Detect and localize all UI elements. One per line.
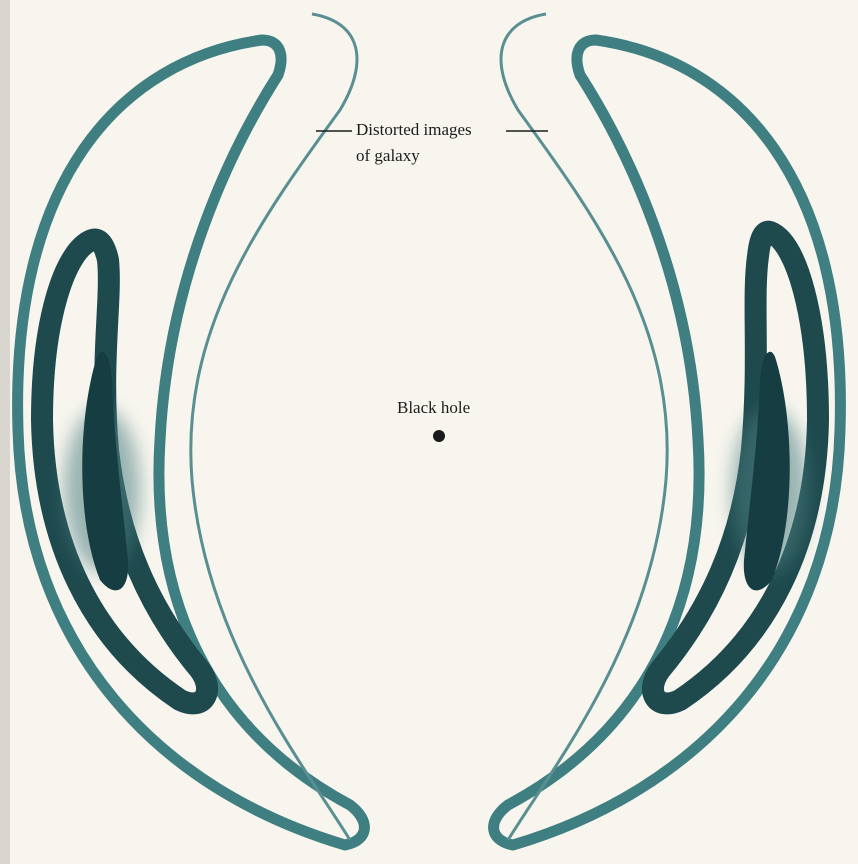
page-edge-shadow — [0, 0, 10, 864]
distorted-images-label: Distorted images — [356, 120, 472, 140]
black-hole-dot — [433, 430, 445, 442]
of-galaxy-label: of galaxy — [356, 146, 420, 166]
black-hole-label: Black hole — [397, 398, 470, 418]
left-inner-thin-arc — [191, 14, 357, 840]
right-inner-thin-arc — [501, 14, 667, 840]
